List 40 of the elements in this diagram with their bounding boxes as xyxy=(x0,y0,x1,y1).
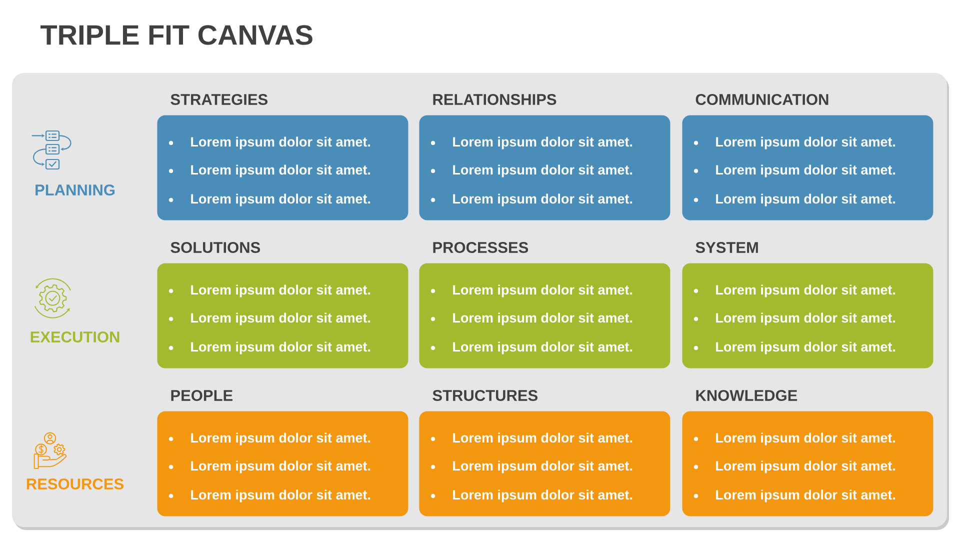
section-heading: COMMUNICATION xyxy=(696,94,828,105)
section-heading: STRATEGIES xyxy=(170,94,268,105)
bullet-text: Lorem ipsum dolor sit amet. xyxy=(191,136,370,150)
bullet-text: Lorem ipsum dolor sit amet. xyxy=(191,490,370,502)
bullet-text: Lorem ipsum dolor sit amet. xyxy=(191,460,370,474)
bullet-text: Lorem ipsum dolor sit amet. xyxy=(191,194,370,206)
bullet-text: Lorem ipsum dolor sit amet. xyxy=(716,342,896,354)
bullet-text: Lorem ipsum dolor sit amet. xyxy=(453,460,632,474)
section-heading: SYSTEM xyxy=(696,242,758,253)
row-label: RESOURCES xyxy=(26,478,124,490)
bullet-text: Lorem ipsum dolor sit amet. xyxy=(191,284,370,298)
bullet-text: Lorem ipsum dolor sit amet. xyxy=(716,312,896,326)
bullet-text: Lorem ipsum dolor sit amet. xyxy=(716,194,896,206)
bullet-text: Lorem ipsum dolor sit amet. xyxy=(191,432,370,446)
bullet-text: Lorem ipsum dolor sit amet. xyxy=(453,432,632,446)
bullet-text: Lorem ipsum dolor sit amet. xyxy=(453,490,632,502)
section-heading: SOLUTIONS xyxy=(170,242,260,253)
section-heading: PEOPLE xyxy=(171,390,232,401)
bullet-text: Lorem ipsum dolor sit amet. xyxy=(453,136,632,150)
bullet-text: Lorem ipsum dolor sit amet. xyxy=(453,164,632,178)
section-heading: RELATIONSHIPS xyxy=(433,94,556,105)
bullet-text: Lorem ipsum dolor sit amet. xyxy=(716,490,896,502)
bullet-text: Lorem ipsum dolor sit amet. xyxy=(716,136,896,150)
section-heading: KNOWLEDGE xyxy=(696,390,798,401)
bullet-text: Lorem ipsum dolor sit amet. xyxy=(191,312,370,326)
bullet-text: Lorem ipsum dolor sit amet. xyxy=(716,284,896,298)
bullet-text: Lorem ipsum dolor sit amet. xyxy=(716,432,896,446)
bullet-text: Lorem ipsum dolor sit amet. xyxy=(453,342,632,354)
bullet-text: Lorem ipsum dolor sit amet. xyxy=(716,164,896,178)
bullet-text: Lorem ipsum dolor sit amet. xyxy=(191,164,370,178)
title: TRIPLE FIT CANVAS xyxy=(40,25,312,45)
section-heading: PROCESSES xyxy=(433,242,528,253)
bullet-text: Lorem ipsum dolor sit amet. xyxy=(453,312,632,326)
bullet-text: Lorem ipsum dolor sit amet. xyxy=(191,342,370,354)
bullet-text: Lorem ipsum dolor sit amet. xyxy=(716,460,896,474)
bullet-text: Lorem ipsum dolor sit amet. xyxy=(453,194,632,206)
row-label: EXECUTION xyxy=(30,332,120,342)
section-heading: STRUCTURES xyxy=(432,390,538,401)
bullet-text: Lorem ipsum dolor sit amet. xyxy=(453,284,632,298)
row-label: PLANNING xyxy=(36,184,114,196)
